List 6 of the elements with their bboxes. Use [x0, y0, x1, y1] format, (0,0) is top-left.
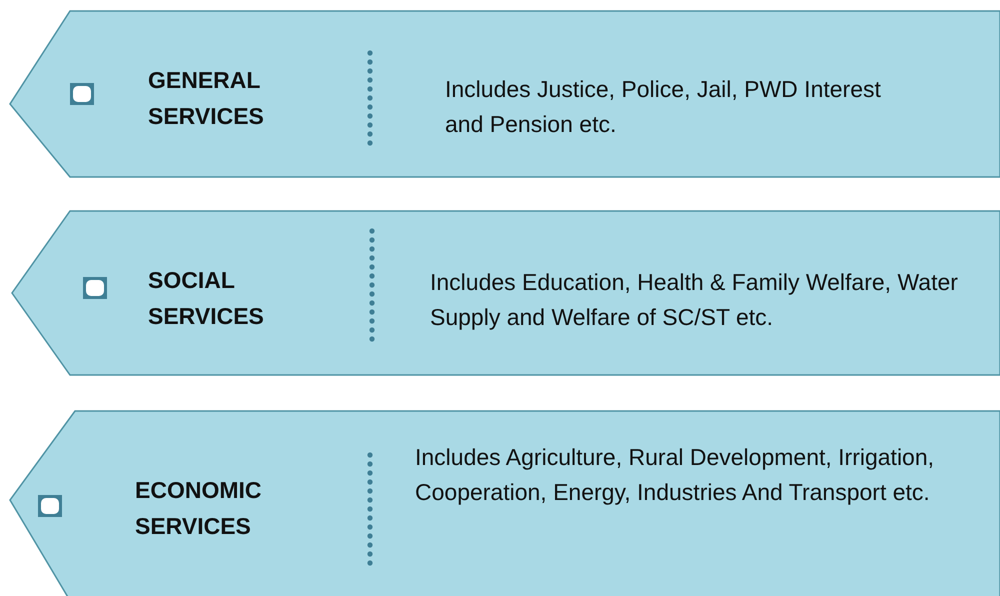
section-heading: SOCIAL SERVICES: [148, 266, 265, 331]
description-text: Includes Justice, Police, Jail, PWD Interest and Pension etc.: [445, 75, 882, 139]
description-text: Includes Education, Health & Family Welfare, Water Supply and Welfare of SC/ST etc.: [430, 268, 959, 332]
section-heading: GENERAL SERVICES: [148, 66, 265, 131]
section-heading: ECONOMIC SERVICES: [135, 476, 262, 541]
description-text: Includes Agriculture, Rural Development, Irrigation, Cooperation, Energy, Industries And Transport etc.: [415, 443, 935, 507]
